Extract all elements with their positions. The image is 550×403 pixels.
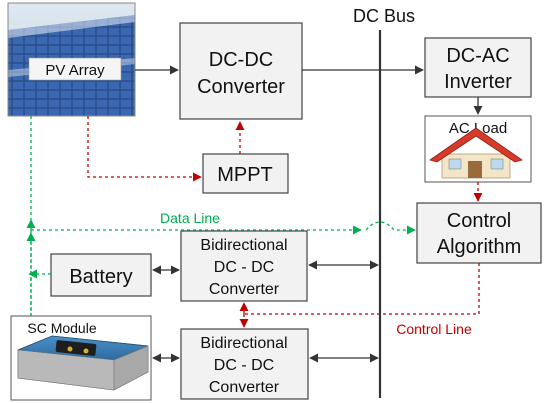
control-algorithm-label-1: Control: [447, 210, 511, 232]
bidirectional-converter-1-label-2: DC - DC: [214, 259, 274, 276]
bidirectional-converter-2-label-1: Bidirectional: [200, 335, 287, 352]
bidirectional-converter-2-label-3: Converter: [209, 379, 280, 396]
sc-module-label: SC Module: [27, 320, 96, 336]
battery-label: Battery: [69, 266, 132, 288]
house-icon: [429, 127, 523, 179]
bidirectional-converter-1-label-3: Converter: [209, 281, 280, 298]
dcdc-converter-label-2: Converter: [197, 76, 285, 98]
battery-block: [50, 253, 152, 297]
ac-load-label: AC Load: [449, 120, 507, 137]
control-line-label: Control Line: [396, 321, 472, 337]
dcac-inverter-label-1: DC-AC: [446, 45, 509, 67]
pv-array-label: PV Array: [45, 62, 105, 79]
bidirectional-converter-1-label-1: Bidirectional: [200, 237, 287, 254]
dcac-inverter-block: [424, 37, 532, 98]
dcdc-converter-block: [179, 22, 303, 120]
data-line-bus-hop: [365, 221, 416, 235]
dc-bus-label: DC Bus: [353, 6, 415, 26]
dcdc-converter-label-1: DC-DC: [209, 49, 273, 71]
bidirectional-converter-2-block: [180, 328, 309, 400]
bidirectional-converter-2-label-2: DC - DC: [214, 357, 274, 374]
supercapacitor-icon: [17, 335, 149, 391]
mppt-label: MPPT: [217, 164, 273, 186]
control-algorithm-label-2: Algorithm: [437, 236, 521, 258]
bidirectional-converter-1-block: [180, 230, 308, 302]
pv-to-mppt-sense: [87, 116, 202, 182]
control-algorithm-block: [416, 202, 542, 264]
data-line-label: Data Line: [160, 210, 220, 226]
control-line-path: [244, 263, 480, 315]
mppt-block: [202, 153, 289, 194]
pv-array-label-box: [28, 57, 122, 81]
dcac-inverter-label-2: Inverter: [444, 71, 512, 93]
